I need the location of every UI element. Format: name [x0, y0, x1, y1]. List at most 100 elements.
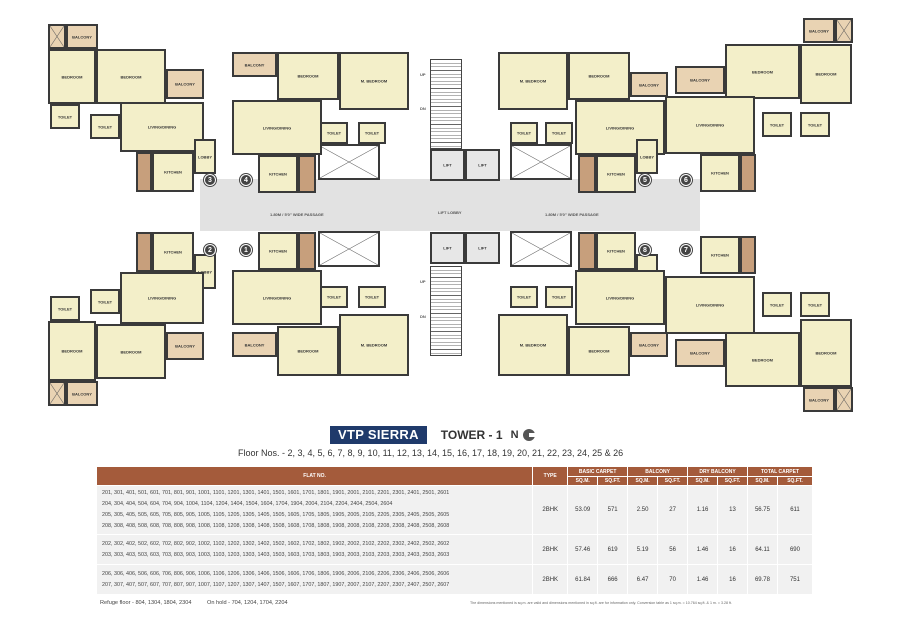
- balcony-sqft: 27: [657, 485, 689, 535]
- toilet-8b: TOILET: [545, 286, 573, 308]
- toilet-6b: TOILET: [800, 112, 830, 137]
- duct-3: [318, 231, 380, 267]
- m-bedroom-4: M. BEDROOM: [339, 52, 409, 110]
- header-flat-no: FLAT NO.: [95, 466, 534, 486]
- staircase-top: [430, 59, 462, 149]
- header-sqft: SQ.FT.: [717, 476, 748, 486]
- balcony-sqm: 6.47: [627, 564, 659, 595]
- balcony-4: BALCONY: [232, 52, 277, 77]
- bedroom-3b: BEDROOM: [96, 49, 166, 104]
- dry-balcony-5: [578, 155, 596, 193]
- balcony-3b: BALCONY: [66, 24, 98, 49]
- lift-bottom-2: LIFT: [465, 232, 500, 264]
- flat-list: 202, 302, 402, 502, 602, 702, 802, 902, …: [95, 534, 534, 565]
- bedroom-3: BEDROOM: [48, 49, 96, 104]
- lobby-3: LOBBY: [194, 139, 216, 174]
- kitchen-1: KITCHEN: [258, 232, 298, 270]
- balcony-3a: [48, 24, 66, 49]
- table-row: 202, 302, 402, 502, 602, 702, 802, 902, …: [95, 534, 814, 565]
- duct-2: [510, 144, 572, 180]
- basic-sqft: 619: [597, 534, 629, 565]
- header-balcony: BALCONY: [627, 466, 689, 477]
- bedroom-1: BEDROOM: [277, 326, 339, 376]
- lift-top-1: LIFT: [430, 149, 465, 181]
- total-sqft: 751: [776, 564, 814, 595]
- toilet-7b: TOILET: [800, 292, 830, 317]
- dry-sqft: 13: [717, 485, 748, 535]
- bedroom-6b: BEDROOM: [800, 44, 852, 104]
- balcony-6b: BALCONY: [803, 18, 835, 43]
- balcony-8: BALCONY: [630, 332, 668, 357]
- floor-plan: 1.80M / 5'0" WIDE PASSAGE 1.80M / 5'0" W…: [40, 14, 860, 414]
- living-3: LIVING/DINING: [120, 102, 204, 152]
- kitchen-7: KITCHEN: [700, 236, 740, 274]
- table-row: 201, 301, 401, 501, 601, 701, 801, 901, …: [95, 485, 814, 535]
- basic-sqm: 57.46: [567, 534, 599, 565]
- header-sqft: SQ.FT.: [776, 476, 814, 486]
- passage-label-left: 1.80M / 5'0" WIDE PASSAGE: [270, 212, 324, 217]
- total-sqm: 56.75: [747, 485, 778, 535]
- bedroom-7b: BEDROOM: [800, 319, 852, 387]
- bedroom-2b: BEDROOM: [96, 324, 166, 379]
- tower-label: TOWER - 1: [440, 428, 503, 442]
- balcony-2b: BALCONY: [66, 381, 98, 406]
- toilet-5a: TOILET: [510, 122, 538, 144]
- stair-dn-label-2: DN: [420, 314, 426, 319]
- balcony-sqft: 56: [657, 534, 689, 565]
- toilet-1b: TOILET: [358, 286, 386, 308]
- balcony-sqm: 5.19: [627, 534, 659, 565]
- header-sqm: SQ.M.: [627, 476, 659, 486]
- basic-sqm: 53.09: [567, 485, 599, 535]
- dry-balcony-1: [298, 232, 316, 270]
- balcony-2a: [48, 381, 66, 406]
- balcony-7a: [835, 387, 853, 412]
- living-2: LIVING/DINING: [120, 272, 204, 324]
- area-table: FLAT NO. TYPE BASIC CARPET BALCONY DRY B…: [95, 466, 814, 595]
- balcony-3c: BALCONY: [166, 69, 204, 99]
- dry-balcony-4: [298, 155, 316, 193]
- header-sqm: SQ.M.: [687, 476, 719, 486]
- flat-number-2: 2: [204, 244, 216, 256]
- type: 2BHK: [532, 485, 569, 535]
- balcony-2c: BALCONY: [166, 332, 204, 360]
- lift-top-2: LIFT: [465, 149, 500, 181]
- toilet-4b: TOILET: [358, 122, 386, 144]
- basic-sqm: 61.84: [567, 564, 599, 595]
- header-sqft: SQ.FT.: [597, 476, 629, 486]
- toilet-4a: TOILET: [320, 122, 348, 144]
- toilet-5b: TOILET: [545, 122, 573, 144]
- header-sqm: SQ.M.: [567, 476, 599, 486]
- title-row: VTP SIERRA TOWER - 1 N: [330, 425, 536, 445]
- stair-up-label: UP: [420, 72, 426, 77]
- north-indicator: N: [511, 429, 536, 441]
- balcony-6c: BALCONY: [675, 66, 725, 94]
- brand-label: VTP SIERRA: [330, 426, 427, 444]
- flat-number-5: 5: [639, 174, 651, 186]
- total-sqft: 611: [776, 485, 814, 535]
- disclaimer: The dimensions mentioned is sq.m. are va…: [470, 601, 733, 605]
- bedroom-8: BEDROOM: [568, 326, 630, 376]
- dry-sqm: 1.46: [687, 564, 719, 595]
- header-type: TYPE: [532, 466, 569, 486]
- flat-number-4: 4: [240, 174, 252, 186]
- duct-4: [510, 231, 572, 267]
- flat-list: 201, 301, 401, 501, 601, 701, 801, 901, …: [95, 485, 534, 535]
- flat-number-1: 1: [240, 244, 252, 256]
- m-bedroom-1: M. BEDROOM: [339, 314, 409, 376]
- header-total-carpet: TOTAL CARPET: [747, 466, 813, 477]
- refuge-floor-note: Refuge floor - 804, 1304, 1804, 2304: [100, 600, 192, 606]
- compass-icon: [522, 429, 536, 441]
- kitchen-8: KITCHEN: [596, 232, 636, 270]
- floor-numbers: Floor Nos. - 2, 3, 4, 5, 6, 7, 8, 9, 10,…: [238, 448, 624, 458]
- bedroom-6a: BEDROOM: [725, 44, 800, 99]
- dry-balcony-2: [136, 232, 152, 272]
- staircase-bottom: [430, 266, 462, 356]
- living-7: LIVING/DINING: [665, 276, 755, 334]
- kitchen-6: KITCHEN: [700, 154, 740, 192]
- dry-sqft: 16: [717, 564, 748, 595]
- passage-label-right: 1.80M / 5'0" WIDE PASSAGE: [545, 212, 599, 217]
- m-bedroom-5: M. BEDROOM: [498, 52, 568, 110]
- total-sqm: 64.11: [747, 534, 778, 565]
- kitchen-5: KITCHEN: [596, 155, 636, 193]
- dry-sqm: 1.46: [687, 534, 719, 565]
